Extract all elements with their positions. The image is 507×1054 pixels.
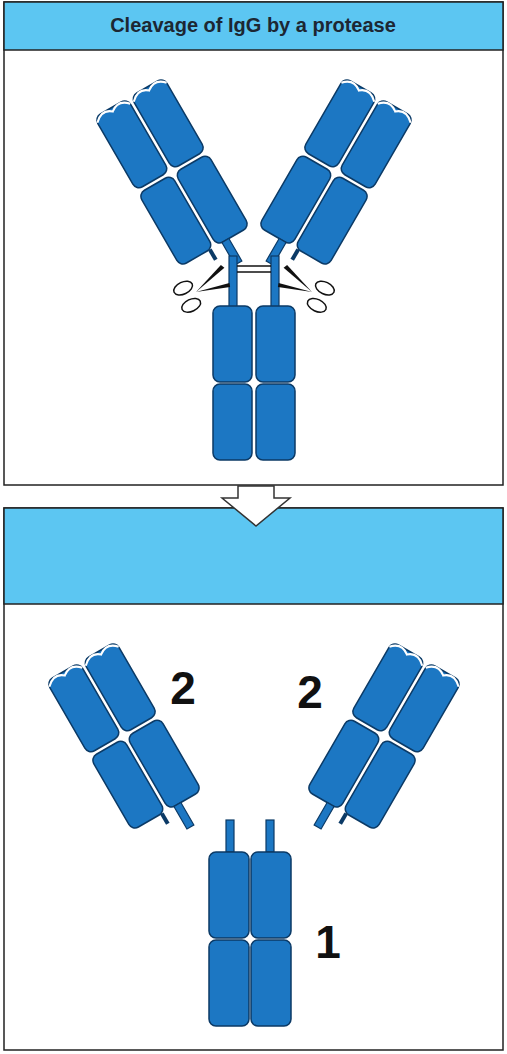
callout-number: 2 [170,665,196,711]
callout-number: 1 [315,919,341,965]
panel-title: Cleavage of IgG by a protease [110,14,396,37]
callout-number: 2 [297,669,323,715]
